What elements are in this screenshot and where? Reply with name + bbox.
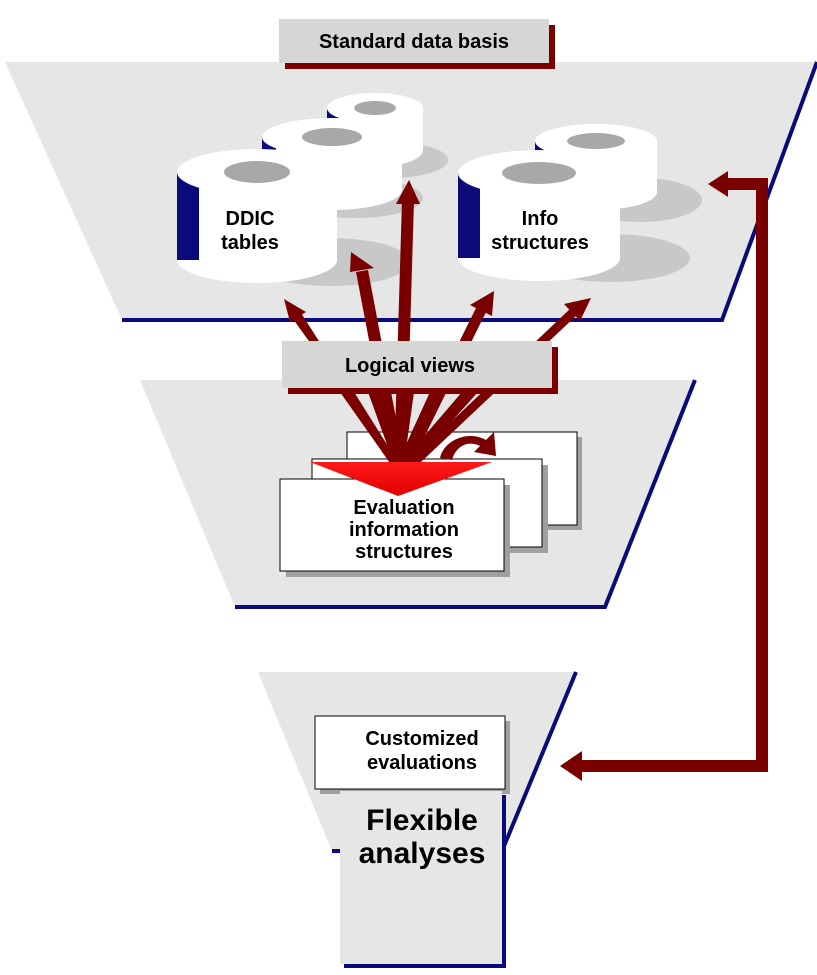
customized-label-line1: Customized <box>365 728 478 750</box>
feedback-arrow <box>560 171 768 781</box>
ddic-label-line2: tables <box>221 232 279 254</box>
logical-views-box: Logical views <box>282 341 558 394</box>
evaluation-label-line1: Evaluation <box>353 497 454 519</box>
arrow-head-5 <box>564 298 591 321</box>
flexible-label-line1: Flexible <box>366 804 478 837</box>
arrow-to-ddic-back <box>394 200 414 468</box>
info-label-line2: structures <box>491 232 589 254</box>
flexible-analyses-box: Flexible analyses <box>340 791 506 968</box>
arrow-head-1 <box>284 299 306 322</box>
curved-arrow <box>440 432 496 460</box>
arrow-head-2 <box>350 252 374 272</box>
flexible-label-line2: analyses <box>359 837 486 870</box>
red-arrow <box>310 462 492 496</box>
arrow-head-4 <box>470 291 494 316</box>
evaluation-label-line2: information <box>349 519 459 541</box>
evaluation-label-line3: structures <box>355 541 453 563</box>
ddic-cylinder-front <box>177 149 410 286</box>
info-cylinder-front <box>458 150 690 282</box>
info-label-line1: Info <box>522 208 559 230</box>
downward-fan <box>340 392 496 468</box>
logical-views-label: Logical views <box>345 355 475 377</box>
customized-evaluations-box: Customized evaluations <box>314 715 510 794</box>
standard-data-basis-box: Standard data basis <box>279 19 555 69</box>
arrow-head-3 <box>396 180 420 204</box>
standard-data-basis-label: Standard data basis <box>319 31 509 53</box>
ddic-label-line1: DDIC <box>226 208 275 230</box>
customized-label-line2: evaluations <box>367 752 477 774</box>
